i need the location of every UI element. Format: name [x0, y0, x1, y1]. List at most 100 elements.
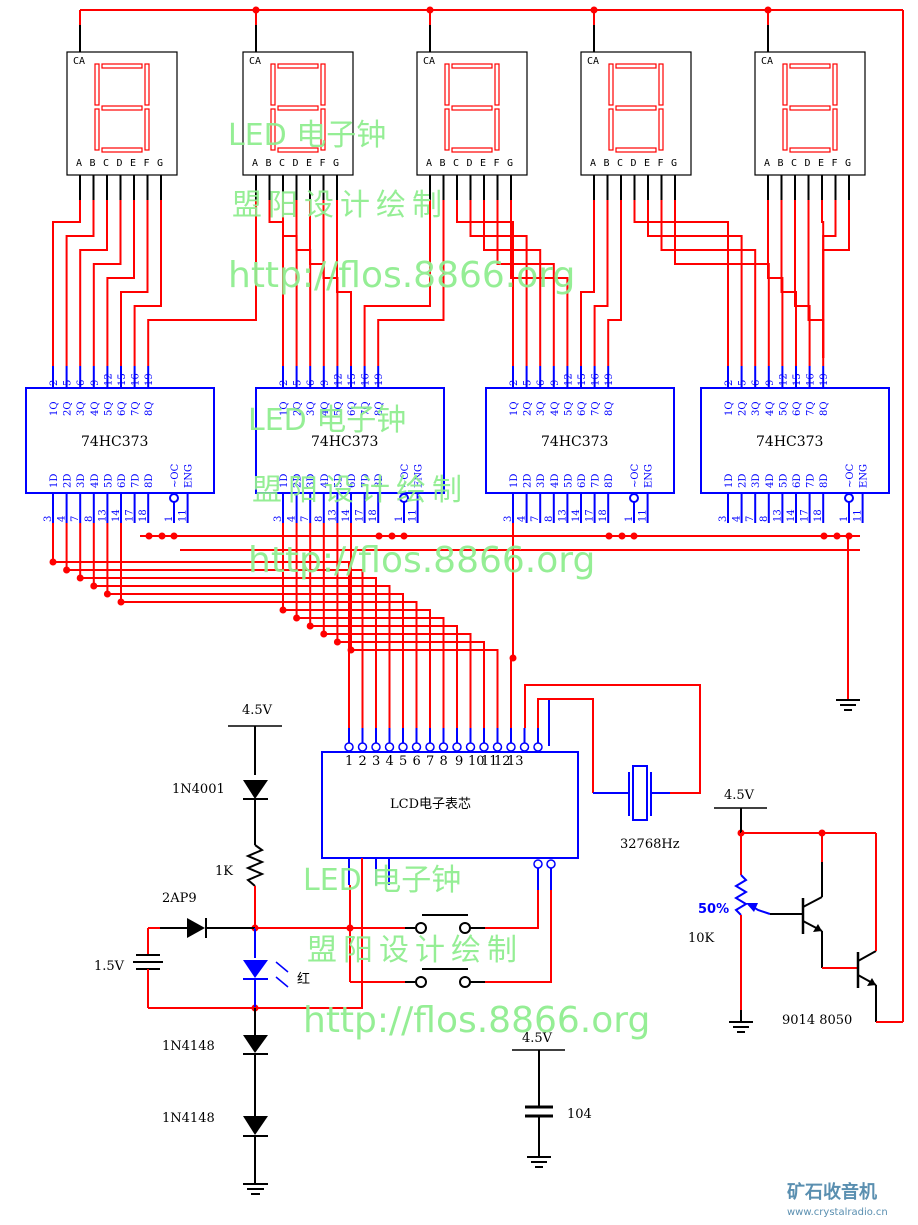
d-pin-number: 14 [571, 509, 582, 522]
latch-body [700, 387, 890, 494]
d-pin-name: 2D [738, 474, 749, 488]
switch-contact [459, 922, 471, 934]
q-pin-number: 9 [765, 380, 776, 386]
q-pin-number: 9 [320, 380, 331, 386]
latch-to-lcd-wire [120, 523, 418, 728]
control-pin-number: 1 [164, 516, 175, 522]
wire [148, 858, 363, 1009]
lcd-pin-pad [465, 742, 476, 752]
potentiometer-icon [734, 874, 748, 916]
segment-pin-label: D [293, 158, 299, 169]
segment-to-latch-wire [767, 200, 784, 358]
segment-to-latch-wire [807, 200, 825, 358]
segment-to-latch-wire [295, 200, 312, 358]
q-pin-number: 19 [819, 373, 830, 386]
d-pin-name: 6D [792, 474, 803, 488]
q-pin-name: 5Q [563, 401, 574, 416]
junction-dot [509, 654, 517, 662]
segment-to-latch-wire [363, 200, 431, 358]
segment [320, 63, 326, 106]
segment [832, 63, 838, 106]
q-pin-number: 6 [536, 380, 547, 386]
q-pin-name: 6Q [347, 401, 358, 416]
lcd-pin-number: 12 [494, 754, 511, 769]
q-pin-name: 5Q [333, 401, 344, 416]
diode-icon [187, 918, 205, 938]
pot-value-label: 10K [688, 931, 715, 946]
q-pin-name: 6Q [577, 401, 588, 416]
segment [789, 63, 831, 69]
transistor-label: 9014 8050 [782, 1013, 852, 1028]
watermark-url: http://flos.8866.org [228, 255, 575, 296]
switch-contact [415, 922, 427, 934]
d-pin-number: 14 [111, 509, 122, 522]
segment [789, 147, 831, 153]
d-pin-name: 1D [49, 474, 60, 488]
d-pin-number: 13 [327, 509, 338, 522]
d-pin-name: 5D [333, 474, 344, 488]
d-pin-number: 7 [70, 516, 81, 522]
d-pin-number: 7 [300, 516, 311, 522]
lcd-label: LCD电子表芯 [390, 797, 471, 812]
d-pin-number: 3 [273, 516, 284, 522]
segment-to-latch-wire [469, 200, 528, 358]
lcd-pin-pad [411, 742, 422, 752]
q-pin-number: 5 [523, 380, 534, 386]
segment-pin-label: C [279, 158, 285, 169]
lcd-pin-number: 10 [468, 754, 485, 769]
segment-pin-label: E [818, 158, 824, 169]
q-pin-name: 8Q [374, 401, 385, 416]
segment [782, 63, 788, 106]
segment-pin-label: C [617, 158, 623, 169]
watermark-author: 盟阳设计绘制 [232, 188, 448, 223]
segment-to-latch-wire [120, 200, 149, 358]
segment [451, 63, 493, 69]
junction-dot [605, 532, 613, 540]
segment-to-latch-wire [483, 200, 542, 358]
d-pin-name: 8D [374, 474, 385, 488]
display-body [754, 51, 866, 176]
q-pin-name: 3Q [306, 401, 317, 416]
driver-supply-label: 4.5V [724, 788, 755, 803]
junction-dot [375, 532, 383, 540]
segment-to-latch-wire [633, 200, 729, 358]
segment [277, 63, 319, 69]
lcd-pin-number: 13 [507, 754, 524, 769]
segment-pin-label: E [480, 158, 486, 169]
control-pin-name: ENG [414, 464, 425, 488]
q-pin-name: 2Q [63, 401, 74, 416]
segment [832, 108, 838, 151]
light-arrow-icon [275, 961, 289, 973]
lcd-button-pad [533, 859, 543, 869]
diode3-label: 1N4148 [162, 1039, 215, 1054]
q-pin-name: 2Q [293, 401, 304, 416]
d-pin-number: 18 [138, 509, 149, 522]
diode-icon [243, 1035, 268, 1053]
lcd-pin-number: 8 [440, 754, 448, 769]
d-pin-name: 7D [806, 474, 817, 488]
inverted-input-bubble [169, 493, 179, 503]
lcd-pin-number: 2 [359, 754, 367, 769]
junction-dot [49, 558, 57, 566]
d-pin-name: 4D [765, 474, 776, 488]
segment-pin-label: C [103, 158, 109, 169]
segment-pin-label: D [805, 158, 811, 169]
d-pin-name: 4D [320, 474, 331, 488]
lcd-pin-number: 5 [399, 754, 407, 769]
segment-to-latch-wire [822, 200, 837, 358]
d-pin-number: 18 [598, 509, 609, 522]
d-pin-number: 13 [97, 509, 108, 522]
junction-dot [333, 638, 341, 646]
d-pin-number: 7 [745, 516, 756, 522]
d-pin-name: 2D [63, 474, 74, 488]
display-body [66, 51, 178, 176]
control-pin-number: 11 [408, 509, 419, 522]
lcd-body [321, 751, 579, 859]
control-pin-number: 11 [178, 509, 189, 522]
lcd-pin-pad [479, 742, 489, 752]
common-anode-label: CA [73, 56, 85, 67]
